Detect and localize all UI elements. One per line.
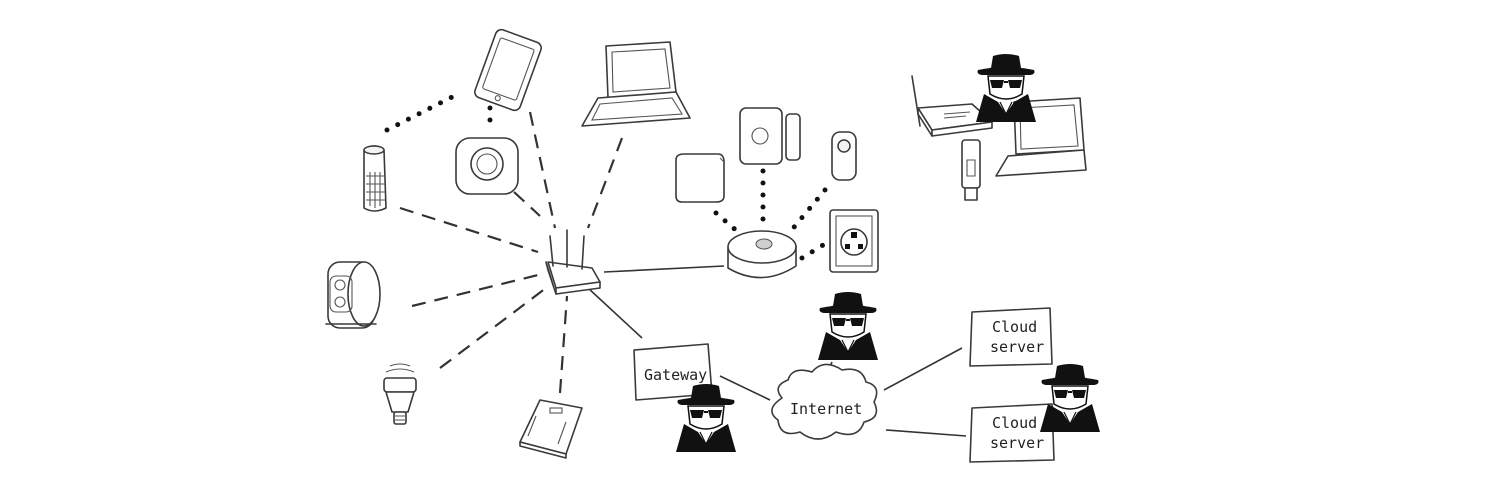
- link-router-zhub: [603, 265, 725, 273]
- smart-button-icon: [675, 153, 725, 203]
- link-laptop-router: [586, 137, 624, 229]
- smart-bulb-icon: [383, 363, 417, 425]
- link-speaker-router: [399, 206, 539, 254]
- link-gateway-internet: [719, 375, 771, 401]
- gateway-label: Gateway: [644, 366, 707, 384]
- cloud-server-1-label-line2: server: [990, 338, 1044, 356]
- cloud-server-2: Cloud server: [969, 403, 1055, 463]
- laptop-icon: [581, 41, 691, 127]
- zigbee-hub-icon: [727, 230, 797, 279]
- link-sensor-zhub: [713, 210, 741, 235]
- link-internet-cloud2: [885, 429, 967, 437]
- usb-dongle-icon: [961, 139, 981, 201]
- cloud-server-2-label-line2: server: [990, 434, 1044, 452]
- link-camera-router: [411, 273, 539, 308]
- motion-sensor-icon: [831, 131, 857, 181]
- link-motion-zhub: [787, 187, 828, 235]
- attacker-router-icon: [911, 75, 993, 137]
- hacker-icon: [817, 291, 879, 361]
- wifi-router-icon: [545, 229, 601, 295]
- tablet-icon: [474, 28, 542, 112]
- cloud-icon: Internet: [771, 363, 878, 440]
- cloud-server-2-label-line1: Cloud: [992, 414, 1037, 432]
- link-router-gateway: [587, 287, 643, 339]
- gateway-box: Gateway: [633, 343, 713, 401]
- hacker-icon: [975, 53, 1037, 123]
- link-internet-cloud1: [883, 347, 963, 391]
- smart-speaker-icon: [363, 145, 387, 212]
- connection-lines: [384, 90, 967, 437]
- smart-scale-icon: [519, 399, 583, 459]
- hacker-icon: [1039, 363, 1101, 433]
- cloud-server-1: Cloud server: [969, 307, 1053, 367]
- cloud-server-1-label-line1: Cloud: [992, 318, 1037, 336]
- link-hub-router: [513, 191, 541, 217]
- door-sensor-icon: [739, 107, 801, 165]
- internet-label: Internet: [790, 400, 862, 418]
- link-scale-router: [558, 295, 569, 394]
- smart-plug-icon: [829, 209, 879, 273]
- link-speaker-tablet: [384, 90, 463, 133]
- link-tablet-router: [528, 111, 557, 229]
- link-plug-zhub: [799, 239, 831, 261]
- security-camera-icon: [325, 261, 381, 329]
- smart-hub-icon: [455, 137, 519, 195]
- link-bulb-router: [439, 287, 547, 369]
